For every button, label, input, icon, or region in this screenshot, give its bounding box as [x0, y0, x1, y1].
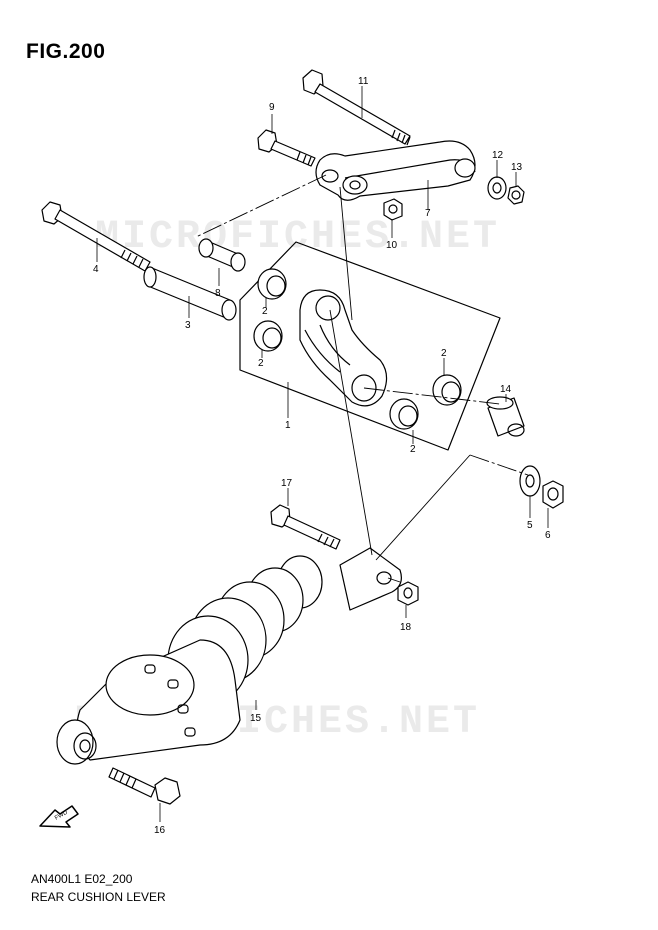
assembly-guide-lines — [195, 174, 529, 583]
callout-1: 1 — [285, 420, 291, 431]
callout-9: 9 — [269, 102, 275, 113]
callout-2a: 2 — [262, 306, 268, 317]
part-7-rod — [315, 140, 476, 201]
part-2-bearing-a — [257, 268, 287, 300]
callout-4: 4 — [93, 264, 99, 275]
leader-lines — [96, 86, 549, 822]
fwd-arrow-icon: FWD — [39, 805, 79, 828]
figure-code: AN400L1 E02_200 — [31, 872, 133, 886]
part-12-washer — [487, 176, 507, 200]
part-16-bolt — [108, 767, 181, 805]
callout-2d: 2 — [410, 444, 416, 455]
callout-16: 16 — [154, 825, 166, 836]
part-11-bolt — [302, 69, 411, 146]
callout-10: 10 — [386, 240, 398, 251]
callout-5: 5 — [527, 520, 533, 531]
callout-12: 12 — [492, 150, 504, 161]
watermark-top: MICROFICHES.NET — [95, 215, 501, 260]
callout-2b: 2 — [258, 358, 264, 369]
part-18-nut — [397, 581, 419, 606]
callout-7: 7 — [425, 208, 431, 219]
part-1-lever — [299, 289, 388, 407]
callout-labels: 11 9 12 13 7 10 4 8 3 2 2 2 2 1 14 5 6 1… — [93, 76, 551, 836]
part-10-nut — [383, 198, 403, 221]
callout-18: 18 — [400, 622, 412, 633]
callout-13: 13 — [511, 162, 523, 173]
callout-6: 6 — [545, 530, 551, 541]
callout-15: 15 — [250, 713, 262, 724]
part-6-nut — [542, 480, 564, 509]
callout-17: 17 — [281, 478, 293, 489]
part-5-washer — [519, 465, 541, 497]
callout-2c: 2 — [441, 348, 447, 359]
part-9-bolt — [257, 129, 316, 167]
callout-11: 11 — [358, 76, 369, 87]
figure-title: FIG.200 — [26, 40, 106, 63]
part-15-shock-absorber — [56, 547, 402, 765]
callout-14: 14 — [500, 384, 512, 395]
lever-assembly-frame — [239, 241, 501, 451]
part-2-bearing-d — [389, 398, 419, 430]
part-8-collar — [198, 238, 246, 272]
part-2-bearing-b — [253, 320, 283, 352]
figure-name: REAR CUSHION LEVER — [31, 890, 166, 904]
part-14-collar — [486, 396, 525, 437]
part-17-bolt — [270, 504, 341, 550]
callout-8: 8 — [215, 288, 221, 299]
part-4-bolt — [41, 201, 151, 272]
part-13-nut — [507, 185, 525, 205]
callout-3: 3 — [185, 320, 191, 331]
part-2-bearing-c — [432, 374, 462, 406]
part-3-spacer — [143, 266, 237, 321]
